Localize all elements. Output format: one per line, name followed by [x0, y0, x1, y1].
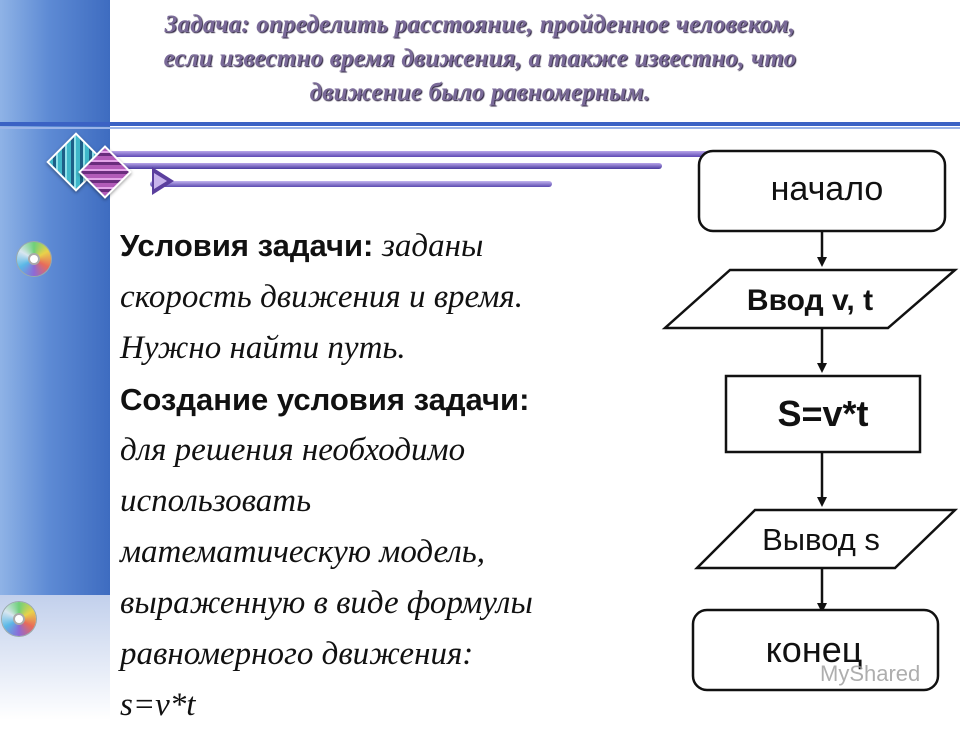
flowchart-diagram: начало Ввод v, t S=v*t Вывод s конец MyS…: [661, 149, 959, 692]
decor-bar: [150, 181, 552, 187]
flowchart-input-label: Ввод v, t: [747, 284, 873, 317]
flowchart-output-label: Вывод s: [762, 522, 880, 557]
conditions-text: заданы: [382, 228, 484, 264]
flowchart-start-terminal: [697, 149, 947, 233]
creation-label: Создание условия задачи:: [120, 382, 530, 417]
decor-bar: [110, 151, 760, 157]
flowchart-output-parallelogram: [693, 508, 959, 570]
formula-text: s=v*t: [120, 687, 196, 723]
triangle-arrow-inner: [154, 173, 167, 189]
title-line-2: если известно время движения, а также из…: [163, 45, 797, 72]
creation-text: равномерного движения:: [120, 636, 474, 672]
conditions-line-1: Условия задачи: заданы: [120, 220, 680, 272]
header-divider-line-thin: [0, 127, 960, 129]
flowchart-input-parallelogram: [661, 268, 959, 330]
conditions-text: скорость движения и время.: [120, 279, 524, 315]
creation-text: использовать: [120, 483, 312, 519]
creation-text: математическую модель,: [120, 534, 486, 570]
flowchart-end-terminal: [691, 608, 940, 692]
flowchart-start-label: начало: [771, 170, 884, 208]
title-line-3: движение было равномерным.: [309, 79, 651, 106]
left-blue-band: [0, 0, 110, 595]
creation-text: выраженную в виде формулы: [120, 585, 533, 621]
conditions-text: Нужно найти путь.: [120, 330, 406, 366]
slide-title: Задача: определить расстояние, пройденно…: [10, 8, 950, 110]
title-line-1: Задача: определить расстояние, пройденно…: [164, 11, 796, 38]
slide-body-text: Условия задачи: заданы скорость движения…: [120, 220, 680, 731]
flowchart-process-box: [724, 374, 922, 454]
conditions-label: Условия задачи:: [120, 228, 374, 263]
watermark-text: MyShared: [820, 661, 920, 686]
decor-bar: [110, 163, 662, 169]
flowchart-end-label: конец: [766, 629, 863, 670]
header-divider-line: [0, 122, 960, 126]
creation-text: для решения необходимо: [120, 432, 466, 468]
flowchart-process-label: S=v*t: [777, 393, 868, 434]
cd-disc-icon: [2, 602, 36, 636]
cd-disc-icon: [17, 242, 51, 276]
